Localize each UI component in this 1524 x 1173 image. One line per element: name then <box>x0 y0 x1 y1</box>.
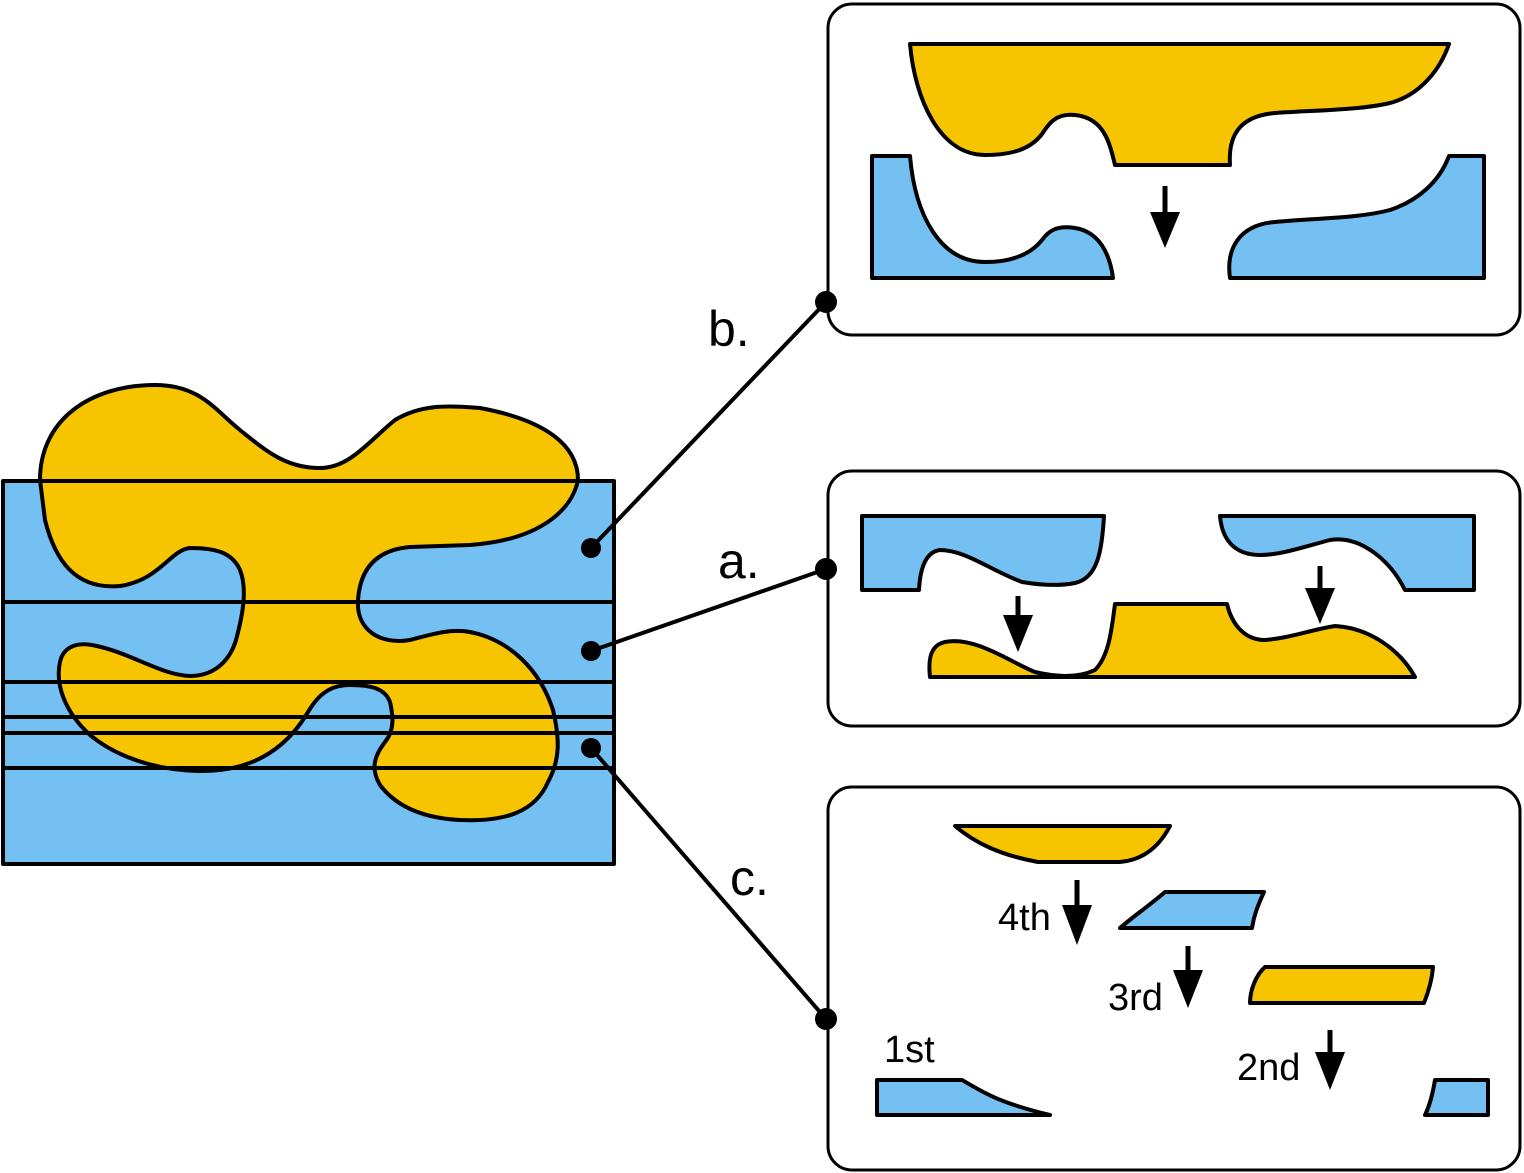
arrow-3rd-head <box>1173 970 1203 1008</box>
arrow-2nd-head <box>1315 1052 1345 1090</box>
label-3rd: 3rd <box>1108 977 1163 1019</box>
panel-b-dot <box>815 291 837 313</box>
panel-c-dot <box>815 1008 837 1030</box>
panel-c-blue-1st <box>875 1078 1052 1117</box>
connector-dot-c-start <box>581 738 601 758</box>
label-c: c. <box>730 850 769 906</box>
panel-a-dot <box>815 558 837 580</box>
panel-c: 4th 3rd 2nd 1st c. <box>730 785 1522 1172</box>
connector-b <box>589 300 828 550</box>
panel-a-blue-right <box>1218 514 1476 592</box>
panel-b-yellow-piece <box>908 42 1451 167</box>
panel-a-frame <box>826 469 1522 728</box>
panel-a: a. <box>718 469 1522 728</box>
panel-b: b. <box>708 2 1522 357</box>
panel-a-yellow-piece <box>927 602 1417 679</box>
connector-dot-b-start <box>581 538 601 558</box>
panel-c-frame <box>826 785 1522 1172</box>
label-2nd: 2nd <box>1237 1047 1300 1089</box>
panel-c-yellow-4th <box>953 824 1172 864</box>
label-4th: 4th <box>998 897 1051 939</box>
panel-c-blue-slant <box>1118 890 1266 930</box>
connector-dot-a-start <box>581 641 601 661</box>
main-block <box>1 383 616 866</box>
panel-a-arrow-left-head <box>1003 615 1033 652</box>
label-b: b. <box>708 301 750 357</box>
panel-a-blue-left <box>860 514 1106 592</box>
connector-a <box>590 567 827 653</box>
panel-b-arrow-head <box>1150 212 1180 248</box>
panel-b-blue-right <box>1227 154 1486 280</box>
label-a: a. <box>718 533 760 589</box>
connectors <box>581 300 828 1021</box>
panel-a-arrow-right-head <box>1305 588 1335 624</box>
label-1st: 1st <box>884 1029 935 1071</box>
panel-c-yellow-2nd <box>1248 965 1435 1005</box>
arrow-4th-head <box>1062 905 1092 945</box>
panel-b-blue-left <box>870 154 1115 280</box>
panel-c-blue-small <box>1423 1078 1490 1117</box>
connector-c <box>589 746 828 1021</box>
